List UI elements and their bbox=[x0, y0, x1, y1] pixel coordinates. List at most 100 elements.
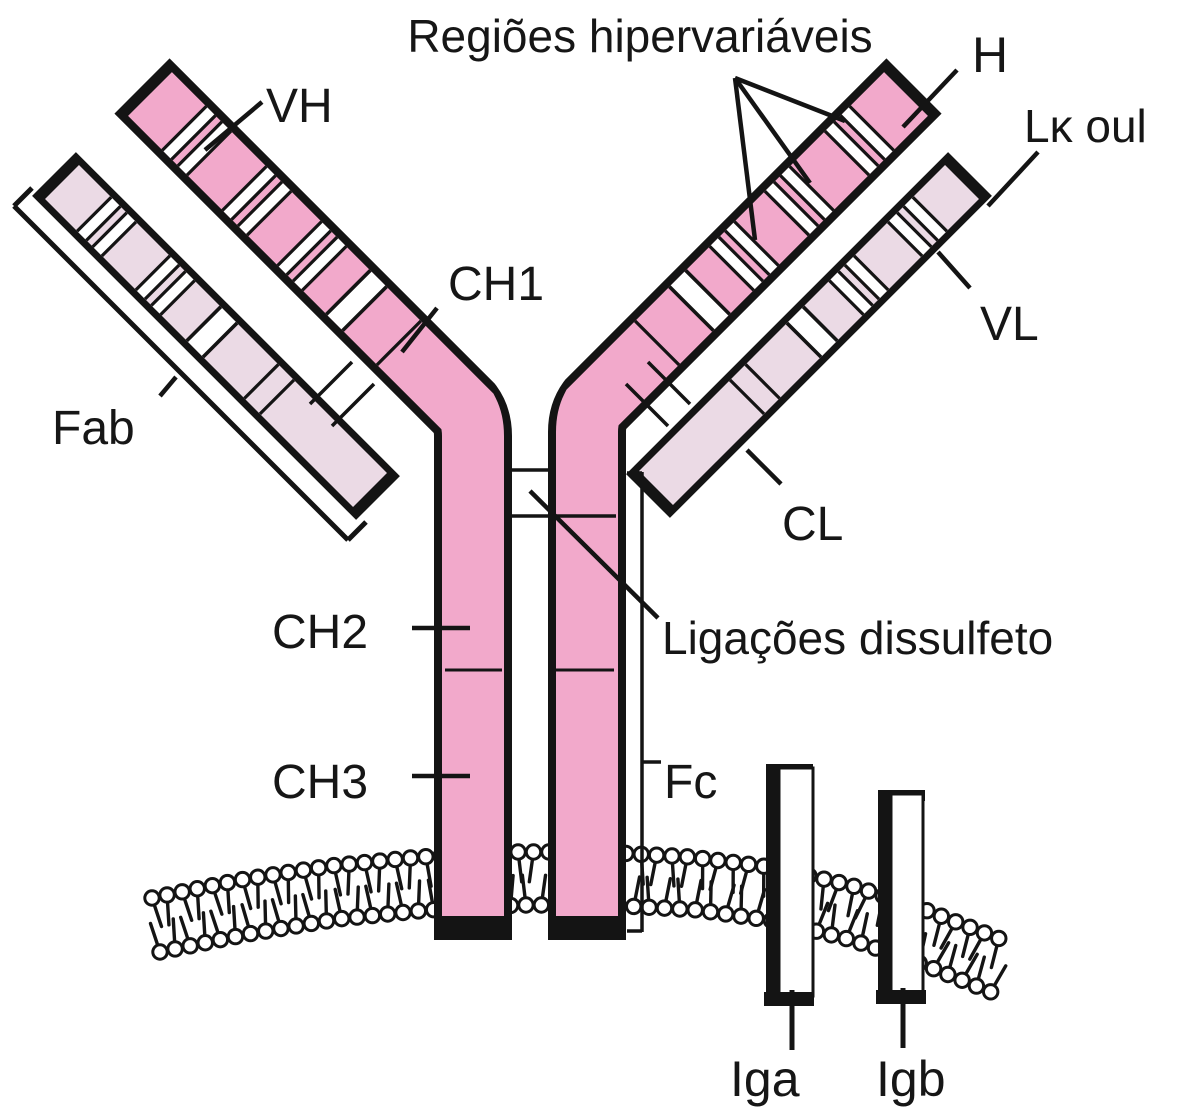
lipid-head bbox=[143, 889, 161, 907]
chain-stripe bbox=[763, 190, 810, 237]
lipid-head bbox=[990, 929, 1008, 948]
lipid-head bbox=[257, 922, 275, 940]
lipid-tail bbox=[645, 875, 651, 901]
lipid-head bbox=[815, 870, 833, 888]
lipid-tail bbox=[846, 892, 855, 918]
lipid-head bbox=[363, 906, 382, 925]
lipid-tail bbox=[520, 873, 527, 899]
lipid-head bbox=[724, 853, 742, 872]
lipid-tail bbox=[992, 964, 1008, 987]
lipid-tail bbox=[364, 868, 373, 894]
lipid-tail bbox=[664, 877, 672, 902]
lipid-head bbox=[739, 855, 758, 874]
lipid-tail bbox=[273, 880, 283, 906]
lipid-head bbox=[158, 886, 176, 904]
lipid-tail bbox=[416, 879, 422, 905]
chain-stripe bbox=[221, 165, 268, 212]
chain-stripe bbox=[187, 307, 236, 356]
chain-stripe bbox=[839, 114, 886, 161]
lipid-head bbox=[625, 897, 643, 916]
chain-stripe bbox=[843, 263, 881, 301]
lipid-tail bbox=[830, 903, 837, 929]
chain-stripe bbox=[185, 305, 223, 343]
lipid-head bbox=[401, 849, 420, 867]
lipid-tail bbox=[178, 915, 190, 940]
label-fc: Fc bbox=[664, 756, 717, 809]
label-fab: Fab bbox=[52, 402, 135, 455]
lipid-tail bbox=[376, 867, 382, 893]
lipid-tail bbox=[240, 903, 250, 928]
lipid-head bbox=[218, 873, 237, 892]
domain-stripes bbox=[76, 105, 948, 416]
chain-stripe bbox=[285, 229, 332, 276]
lipid-tail bbox=[860, 912, 869, 937]
chain-stripe bbox=[170, 114, 217, 161]
lipid-head bbox=[196, 934, 214, 952]
chain-stripe bbox=[76, 196, 113, 233]
lipid-head bbox=[279, 863, 297, 882]
chain-stripe bbox=[788, 307, 837, 356]
chain-stripe bbox=[788, 165, 835, 212]
lipid-tail bbox=[183, 897, 194, 922]
lipid-tail bbox=[932, 922, 942, 948]
chain-stripe bbox=[823, 129, 871, 177]
chain-stripe bbox=[781, 167, 833, 219]
chain-stripe bbox=[143, 263, 181, 301]
lipid-head bbox=[355, 853, 374, 872]
lipid-tail bbox=[196, 895, 201, 921]
chain-stripe bbox=[325, 269, 372, 316]
chain-stripe bbox=[668, 285, 715, 332]
label-iga: Iga bbox=[730, 1051, 800, 1107]
lipid-head bbox=[348, 908, 366, 926]
ch1-pointer bbox=[400, 306, 439, 354]
chain-stripe bbox=[728, 378, 766, 416]
lipid-tail bbox=[148, 921, 160, 947]
lipid-head bbox=[524, 843, 543, 861]
chain-stripe bbox=[239, 183, 291, 235]
chain-stripe bbox=[889, 213, 931, 255]
chain-stripe bbox=[246, 190, 293, 237]
lipid-head bbox=[830, 873, 848, 892]
chain-stripe bbox=[634, 319, 681, 366]
lipid-tail bbox=[527, 858, 535, 884]
chain-stripe bbox=[100, 220, 138, 258]
lipid-tail bbox=[394, 881, 403, 907]
lipid-head bbox=[340, 855, 358, 873]
lipid-tail bbox=[676, 877, 682, 903]
chain-stripe bbox=[801, 305, 839, 343]
lipid-tail bbox=[346, 870, 351, 896]
lipid-head bbox=[709, 851, 727, 870]
labels: Regiões hipervariáveis VH H Lκ oul VL CH… bbox=[52, 10, 1147, 1107]
lipid-tail bbox=[201, 911, 207, 937]
chain-stripe bbox=[833, 120, 880, 167]
lipid-tail bbox=[847, 909, 860, 933]
heavy-chain-right bbox=[556, 72, 928, 916]
vh-pointer bbox=[203, 100, 264, 152]
hypervariable-pointer-2 bbox=[733, 76, 812, 185]
lipid-head bbox=[272, 919, 290, 938]
chain-stripe bbox=[85, 205, 122, 242]
chain-stripe bbox=[744, 363, 781, 400]
chain-stripe bbox=[853, 254, 890, 291]
lipid-head bbox=[509, 843, 527, 861]
chain-stripe bbox=[841, 107, 893, 159]
fab-pointer bbox=[158, 375, 178, 398]
lipid-tail bbox=[960, 933, 970, 959]
lipid-head bbox=[386, 850, 404, 869]
lipid-head bbox=[211, 930, 230, 949]
chain-stripe bbox=[136, 256, 178, 298]
lipid-tail bbox=[226, 888, 231, 915]
lipid-head bbox=[417, 847, 435, 866]
lipid-tail bbox=[935, 941, 951, 964]
lipid-tail bbox=[209, 909, 220, 934]
lipid-head bbox=[845, 877, 863, 895]
lipid-tail bbox=[939, 927, 954, 950]
lipid-tail bbox=[426, 878, 434, 904]
lipid-head bbox=[371, 852, 389, 870]
label-h: H bbox=[972, 27, 1008, 83]
lipid-head bbox=[678, 848, 697, 866]
chain-stripe bbox=[161, 105, 208, 152]
lipid-head bbox=[241, 924, 260, 943]
lipid-tail bbox=[293, 894, 298, 920]
lipid-head bbox=[333, 909, 351, 928]
